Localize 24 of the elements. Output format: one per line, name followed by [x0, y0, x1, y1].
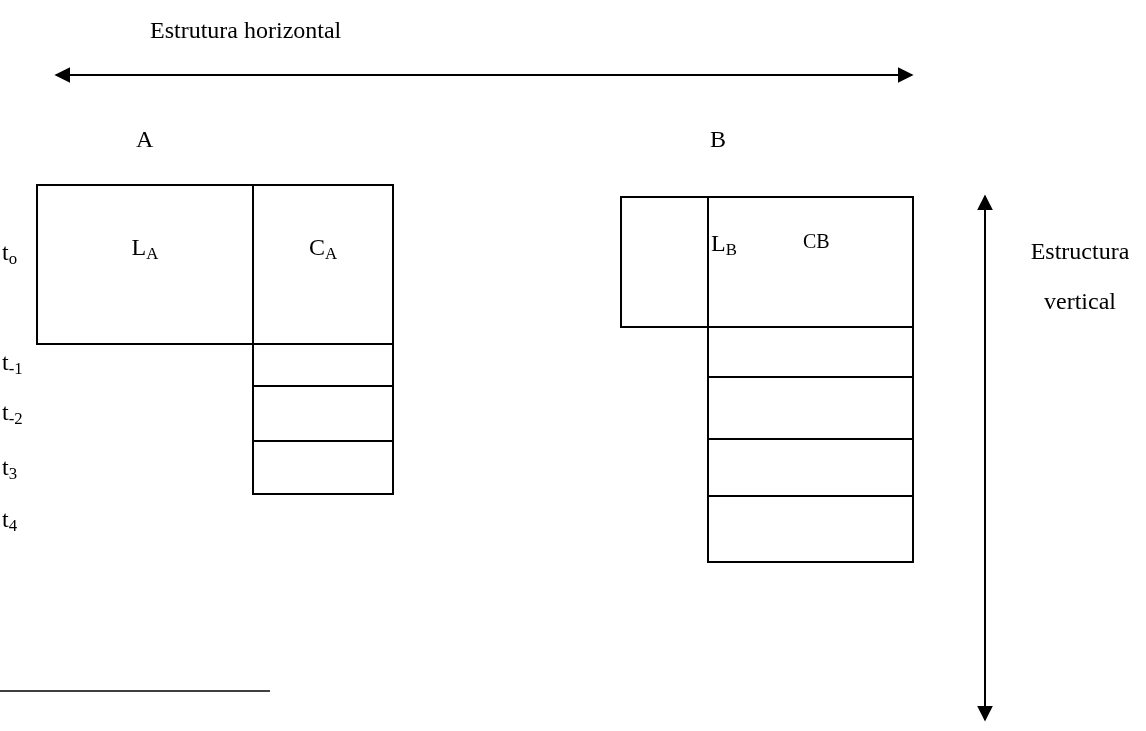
- cell-label: L$_{A}$: [131, 234, 159, 261]
- time-label: t$_{4}$: [2, 505, 18, 534]
- empty-cell: [620, 196, 709, 328]
- column-heading: A: [136, 125, 154, 154]
- cell-label: CB: [803, 230, 830, 252]
- empty-cell: [252, 343, 394, 387]
- empty-cell: [707, 326, 914, 378]
- time-label: t$_{3}$: [2, 453, 18, 482]
- table-cell: [36, 184, 254, 345]
- column-heading: B: [710, 125, 726, 154]
- time-label: t$_{-2}$: [2, 398, 23, 427]
- table-cell: [707, 196, 914, 328]
- time-label: t$_{-1}$: [2, 348, 23, 377]
- empty-cell: [252, 385, 394, 442]
- time-label: t$_{o}$: [2, 238, 18, 267]
- empty-cell: [707, 495, 914, 563]
- axis-title: Estrutura horizontal: [150, 16, 342, 45]
- cell-label: C$_{A}$: [308, 234, 338, 261]
- empty-cell: [252, 440, 394, 495]
- cell-label: L$_{B}$: [711, 230, 737, 257]
- empty-cell: [707, 438, 914, 497]
- axis-title: Estructura vertical: [1029, 237, 1131, 316]
- empty-cell: [707, 376, 914, 440]
- table-cell: [252, 184, 394, 345]
